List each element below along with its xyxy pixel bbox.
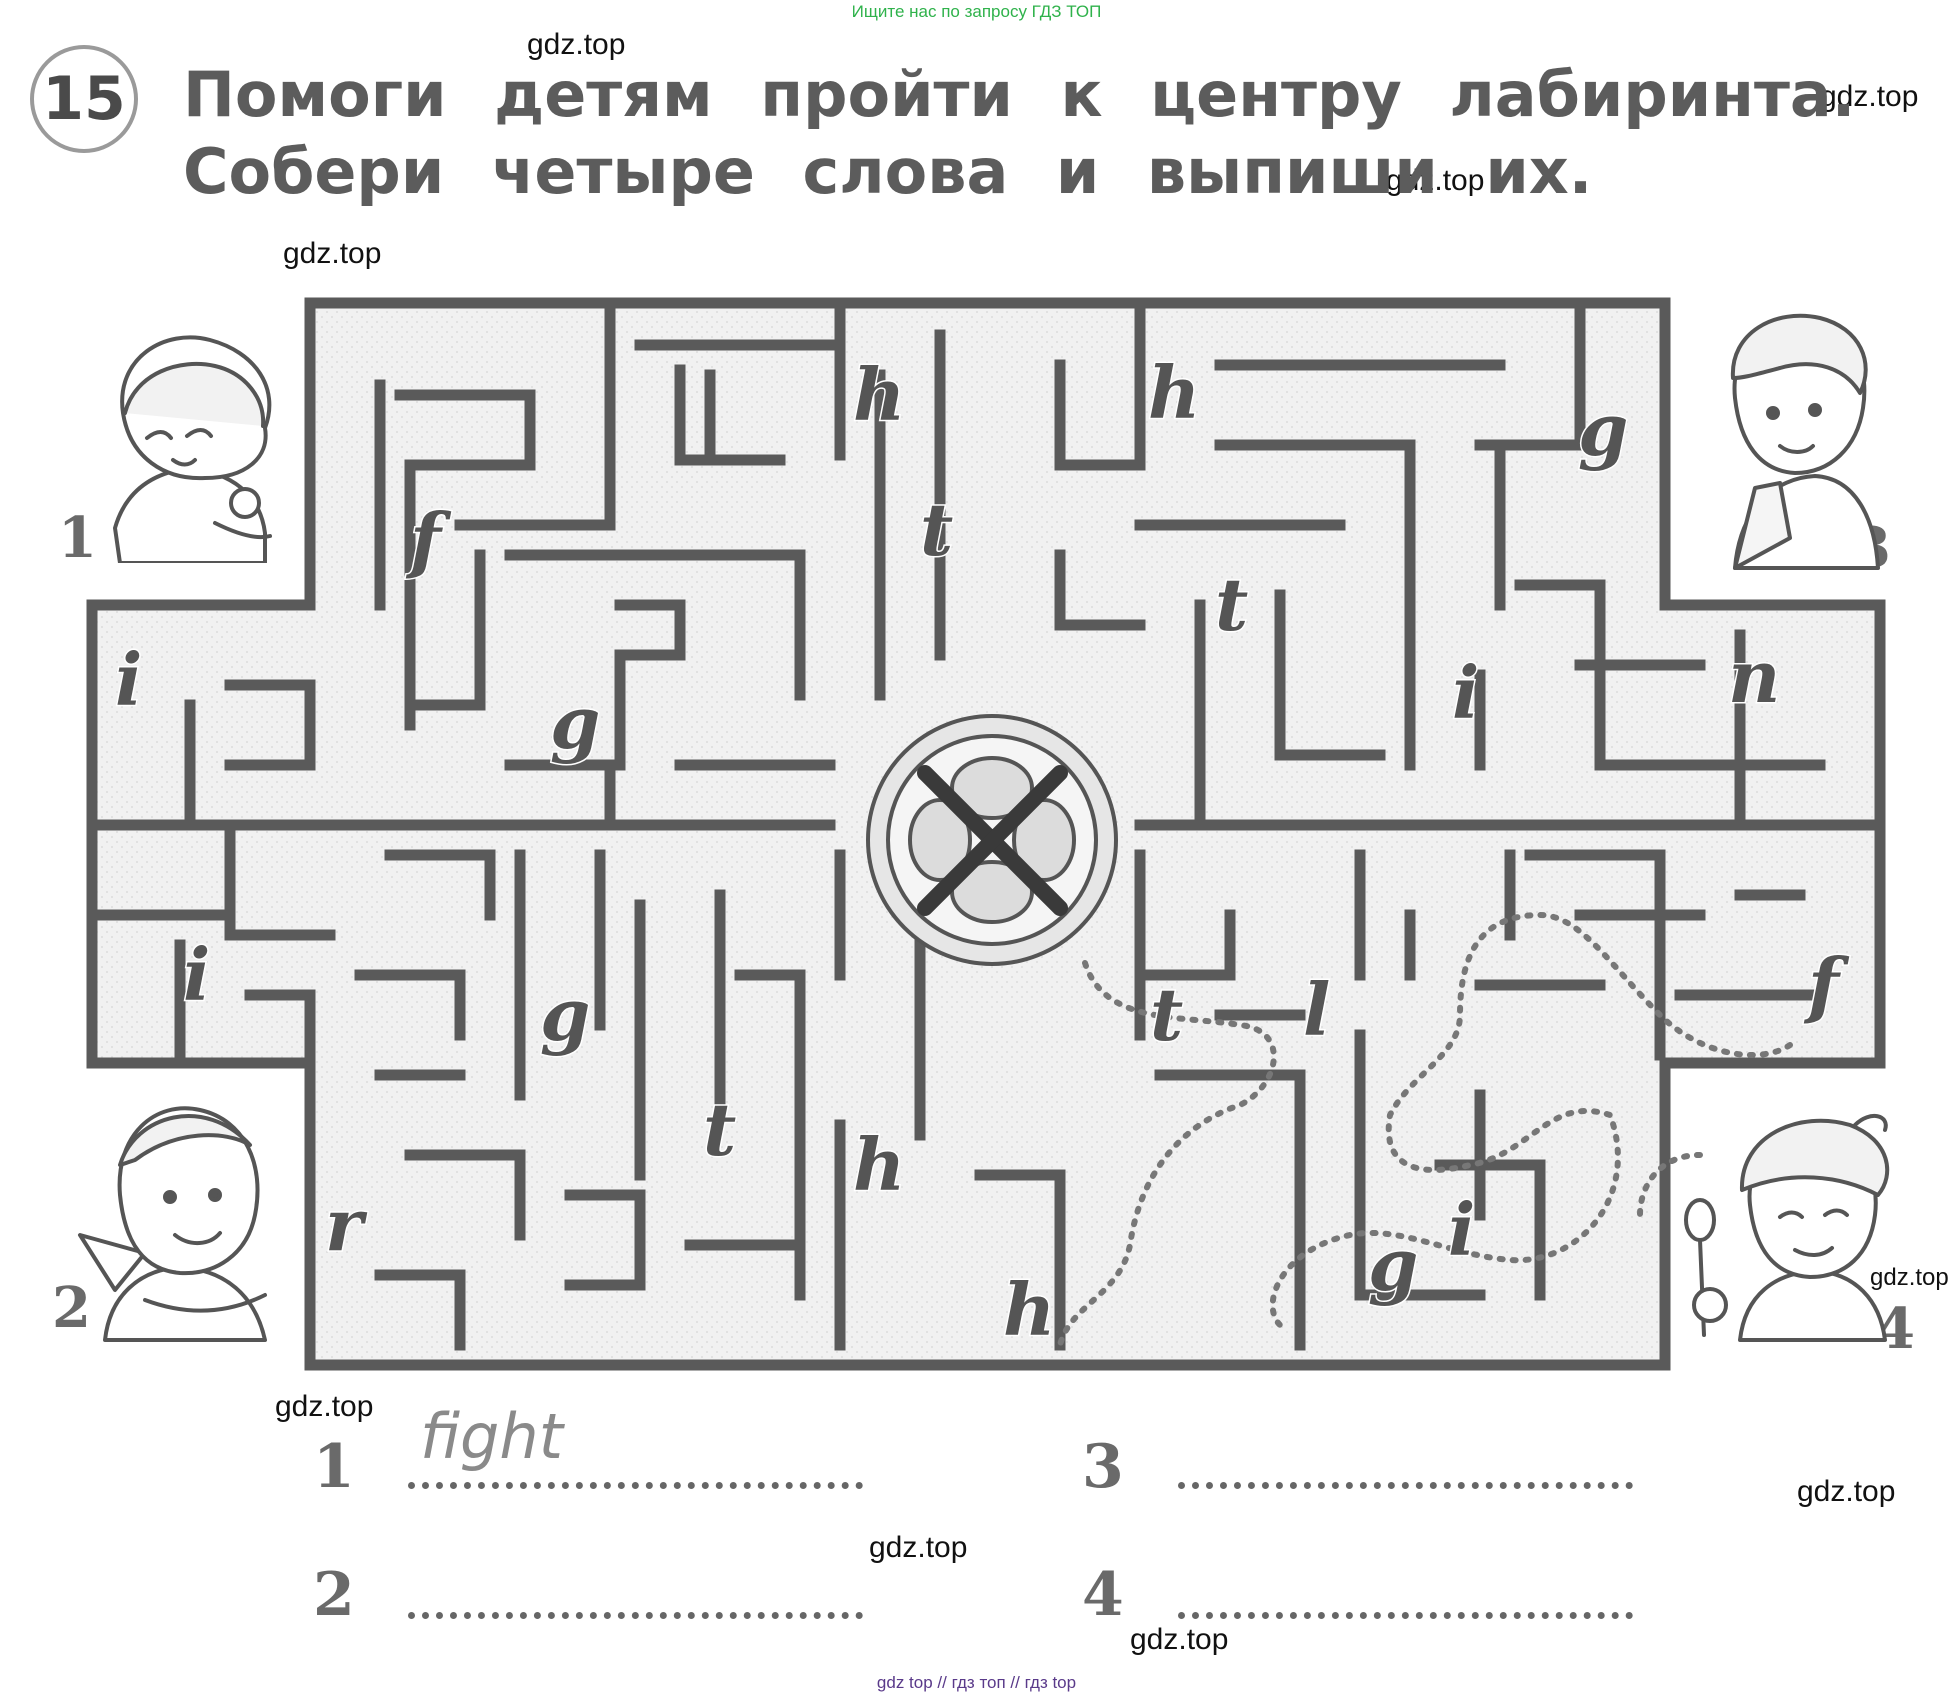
answer-line-4[interactable] xyxy=(1178,1612,1633,1619)
answer-line-1[interactable] xyxy=(408,1482,863,1489)
kid-number-1: 1 xyxy=(58,505,97,571)
footer-links: gdz top // гдз топ // гдз top xyxy=(876,1673,1077,1692)
answer-number-2: 2 xyxy=(313,1560,355,1630)
solved-path-1 xyxy=(1057,960,1277,1348)
watermark: gdz.top xyxy=(1870,1264,1949,1291)
instruction-line-2: Собери четыре слова и выпиши их. xyxy=(183,135,1593,208)
search-hint-banner: Ищите нас по запросу ГДЗ ТОП xyxy=(851,2,1102,21)
task-number-badge: 15 xyxy=(30,45,138,153)
kid-4-illustration xyxy=(1684,1114,1890,1342)
answer-text-1: fight xyxy=(420,1400,564,1473)
kid-3-illustration xyxy=(1730,313,1880,570)
answer-number-3: 3 xyxy=(1082,1432,1124,1502)
kid-1-illustration xyxy=(113,335,272,563)
watermark: gdz.top xyxy=(1386,164,1485,197)
answer-line-3[interactable] xyxy=(1178,1482,1633,1489)
instruction-line-1: Помоги детям пройти к центру лабиринта. xyxy=(183,58,1856,131)
watermark: gdz.top xyxy=(1130,1623,1229,1656)
kid-number-2: 2 xyxy=(52,1275,91,1341)
watermark: gdz.top xyxy=(283,237,382,270)
center-pie-illustration xyxy=(866,714,1118,966)
watermark: gdz.top xyxy=(869,1531,968,1564)
solved-path-2 xyxy=(1269,911,1793,1328)
watermark: gdz.top xyxy=(527,28,626,61)
solved-path-3 xyxy=(1637,1152,1703,1218)
watermark: gdz.top xyxy=(1820,80,1919,113)
watermark: gdz.top xyxy=(275,1390,374,1423)
answer-number-4: 4 xyxy=(1082,1560,1124,1630)
task-number: 15 xyxy=(42,64,126,134)
answer-number-1: 1 xyxy=(313,1432,355,1502)
kid-2-illustration xyxy=(78,1106,267,1342)
maze-walls xyxy=(86,297,1886,1371)
answer-line-2[interactable] xyxy=(408,1612,863,1619)
watermark: gdz.top xyxy=(1797,1475,1896,1508)
